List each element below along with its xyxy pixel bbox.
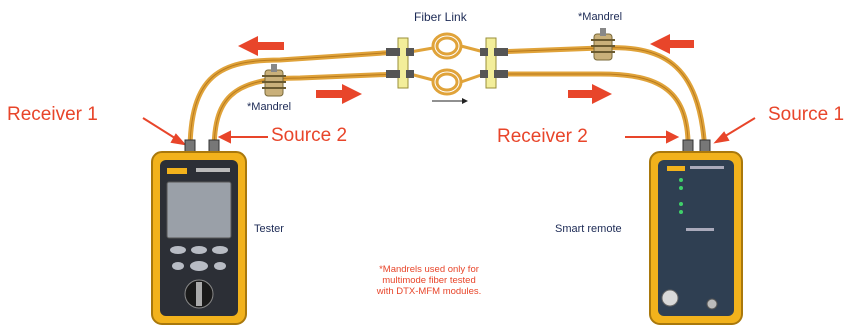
receiver-2-label: Receiver 2 — [497, 126, 588, 147]
arrow-right-right-lower — [568, 84, 612, 104]
mandrel-top-label: *Mandrel — [578, 11, 623, 23]
footnote-line-2: multimode fiber tested — [382, 275, 476, 286]
adapter-right — [480, 37, 508, 89]
source-2-label: Source 2 — [271, 125, 348, 146]
smart-remote-label: Smart remote — [555, 223, 622, 235]
arrow-left-upper — [238, 36, 284, 56]
arrow-left-right-upper — [650, 34, 694, 54]
fiber-link-label: Fiber Link — [414, 10, 467, 24]
receiver-1-label: Receiver 1 — [7, 104, 98, 125]
source-1-label: Source 1 — [768, 104, 845, 125]
pointer-arrows — [142, 117, 756, 146]
signal-arrows — [238, 34, 694, 104]
arrow-right-lower — [316, 84, 362, 104]
tester-label: Tester — [254, 223, 284, 235]
adapter-left — [386, 37, 414, 89]
handheld-tester-icon — [151, 151, 247, 325]
footnote-line-1: *Mandrels used only for — [379, 264, 479, 275]
footnote-line-3: with DTX-MFM modules. — [376, 286, 482, 297]
mandrel-coil-top — [591, 28, 615, 61]
mandrel-left-label: *Mandrel — [247, 101, 292, 113]
smart-remote-unit-icon — [649, 151, 743, 325]
fiber-link-spools — [409, 32, 485, 96]
mandrel-coil-left — [262, 64, 286, 97]
mandrel-footnote: *Mandrels used only for multimode fiber … — [364, 264, 494, 297]
